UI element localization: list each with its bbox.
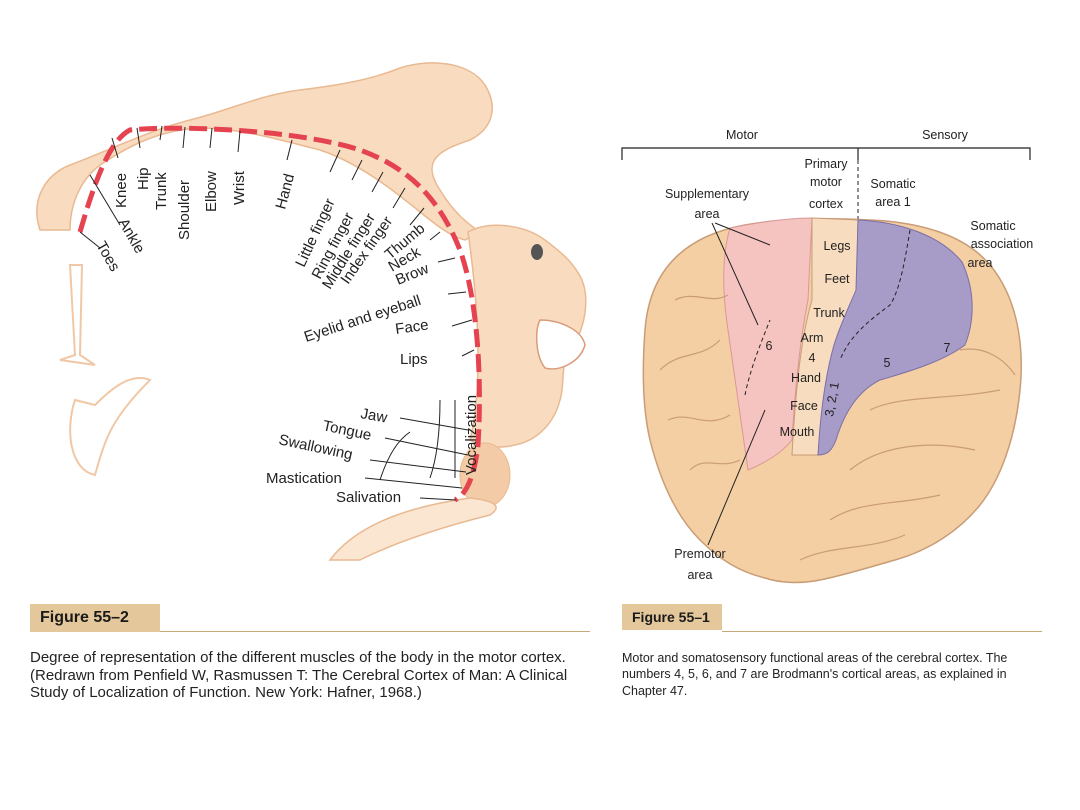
motor-sensory-brackets xyxy=(621,147,1031,160)
label-supp-2: area xyxy=(694,207,719,221)
label-primary-3: cortex xyxy=(809,197,844,211)
figure-tag-left: Figure 55–2 xyxy=(30,604,160,632)
label-assoc-1: Somatic xyxy=(970,219,1015,233)
sensory-area xyxy=(817,219,973,456)
label-wrist: Wrist xyxy=(231,170,248,205)
homunculus-body xyxy=(36,62,493,241)
homunculus-arm xyxy=(328,497,497,561)
label-toes: Toes xyxy=(93,239,124,275)
label-hand: Hand xyxy=(272,172,298,211)
homunculus-eye xyxy=(531,244,543,260)
label-assoc-3: area xyxy=(967,256,992,270)
rule-right xyxy=(722,631,1042,632)
rule-left xyxy=(160,631,590,632)
premotor-area xyxy=(723,217,813,471)
label-hand-brain: Hand xyxy=(791,371,821,385)
label-six: 6 xyxy=(766,339,773,353)
label-sensory: Sensory xyxy=(922,128,969,142)
homunculus-leaders xyxy=(79,125,475,501)
label-assoc-2: association xyxy=(971,237,1034,251)
label-premotor-1: Premotor xyxy=(674,547,725,561)
label-face: Face xyxy=(394,316,429,337)
homunculus-mouth xyxy=(535,319,586,370)
motor-homunculus: Toes Ankle Knee Hip Trunk Shoulder Elbow… xyxy=(36,62,587,561)
label-arm: Arm xyxy=(801,331,824,345)
brain-diagram: Motor Sensory Primary motor cortex Somat… xyxy=(621,128,1034,584)
label-seven: 7 xyxy=(944,341,951,355)
label-hip: Hip xyxy=(135,167,152,190)
homunculus-head xyxy=(467,224,587,448)
brain-leaders xyxy=(707,222,771,546)
cortex-strip xyxy=(77,125,482,503)
label-ankle: Ankle xyxy=(115,216,148,257)
caption-left: Degree of representation of the differen… xyxy=(30,649,568,702)
label-trunk-brain: Trunk xyxy=(813,306,845,320)
label-shoulder: Shoulder xyxy=(176,180,193,240)
label-somatic1-2: area 1 xyxy=(875,195,910,209)
label-mastication: Mastication xyxy=(266,470,342,487)
label-four: 4 xyxy=(809,351,816,365)
label-motor: Motor xyxy=(726,128,758,142)
label-lips: Lips xyxy=(400,351,428,368)
pharynx-outline xyxy=(69,377,152,477)
label-elbow: Elbow xyxy=(203,171,220,212)
label-somatic1-1: Somatic xyxy=(870,177,915,191)
sensory-dashed-sulci xyxy=(744,229,911,396)
label-primary-2: motor xyxy=(810,175,842,189)
label-supp-1: Supplementary xyxy=(665,187,750,201)
label-vocalization: Vocalization xyxy=(463,395,480,475)
label-feet: Feet xyxy=(824,272,850,286)
label-jaw: Jaw xyxy=(359,405,388,426)
figure-tag-right: Figure 55–1 xyxy=(622,604,722,630)
tongue-outline xyxy=(59,264,96,366)
label-321: 3, 2, 1 xyxy=(822,381,842,418)
label-premotor-2: area xyxy=(687,568,712,582)
caption-right: Motor and somatosensory functional areas… xyxy=(622,651,1008,698)
label-trunk: Trunk xyxy=(153,172,170,210)
label-knee: Knee xyxy=(113,173,130,208)
label-legs: Legs xyxy=(823,239,850,253)
label-primary-1: Primary xyxy=(804,157,848,171)
label-salivation: Salivation xyxy=(336,489,401,506)
brain-gyri xyxy=(659,294,1016,561)
label-face-brain: Face xyxy=(790,399,818,413)
label-five: 5 xyxy=(884,356,891,370)
label-mouth: Mouth xyxy=(780,425,815,439)
